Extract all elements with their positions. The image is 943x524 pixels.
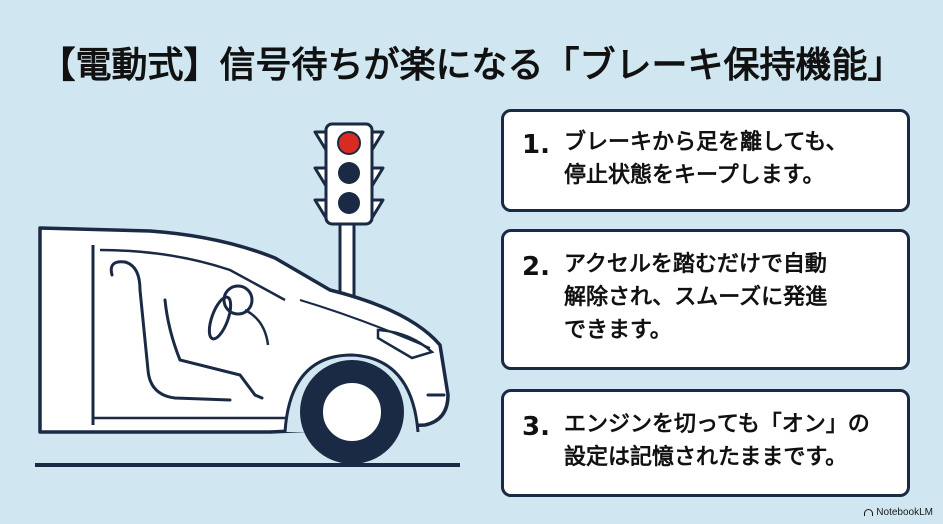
traffic-light-yellow [338, 162, 360, 184]
driver-head [222, 284, 254, 316]
car-wheel-hub [321, 381, 383, 443]
info-card-2: 2. アクセルを踏むだけで自動 解除され、スムーズに発進 できます。 [501, 229, 910, 370]
info-card-3: 3. エンジンを切っても「オン」の 設定は記憶されたままです。 [501, 389, 910, 497]
card-number: 1. [522, 130, 550, 160]
car-dashboard [244, 308, 270, 346]
traffic-light-red [337, 131, 361, 155]
notebooklm-icon [864, 509, 874, 516]
card-text: ブレーキから足を離しても、 停止状態をキープします。 [564, 130, 848, 188]
card-number: 2. [522, 252, 550, 282]
steering-wheel [207, 295, 233, 341]
car-headlight [376, 328, 435, 360]
brand-label: NotebookLM [876, 507, 933, 518]
car-hood-line [299, 299, 431, 349]
traffic-light-green [338, 192, 360, 214]
info-card-1: 1. ブレーキから足を離しても、 停止状態をキープします。 [501, 109, 910, 212]
page-title: 【電動式】信号待ちが楽になる「ブレーキ保持機能」 [39, 45, 904, 86]
card-text: アクセルを踏むだけで自動 解除され、スムーズに発進 できます。 [564, 252, 828, 343]
car-window-line [99, 248, 286, 302]
card-text: エンジンを切っても「オン」の 設定は記憶されたままです。 [564, 412, 870, 470]
brand-watermark: NotebookLM [864, 507, 933, 518]
driver-figure [163, 298, 264, 400]
car-seat [109, 260, 232, 402]
card-number: 3. [522, 412, 550, 442]
